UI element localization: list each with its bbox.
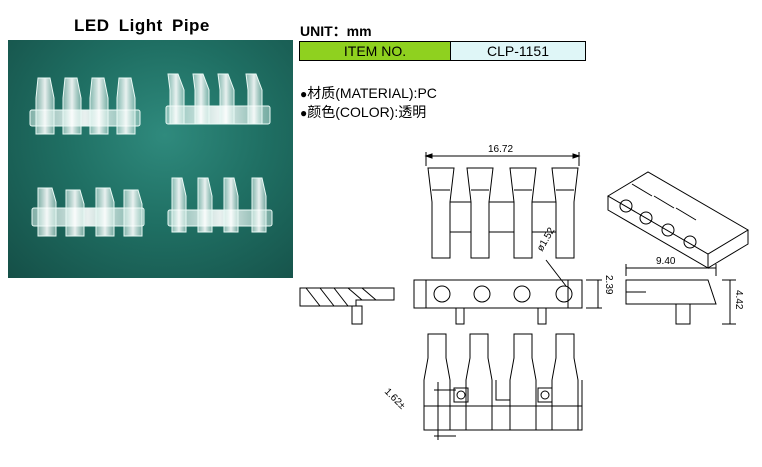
dim-side-width-text: 9.40 [656, 256, 676, 267]
dim-small-text: 1.62± [382, 386, 408, 412]
dim-diameter-leader [545, 259, 567, 287]
dim-width-line [424, 152, 581, 166]
right-side-view [625, 279, 717, 325]
isometric-view [607, 171, 749, 269]
dim-small-line [434, 382, 456, 440]
item-no-label: ITEM NO. [299, 41, 451, 61]
technical-drawing: 16.72 [296, 140, 756, 462]
left-section-view [299, 287, 395, 325]
property-value: 透明 [398, 104, 427, 120]
unit-label: UNIT：mm [300, 23, 372, 39]
dim-diameter-text: ø1.52 [535, 225, 558, 253]
product-photo [8, 40, 293, 278]
properties-list: ●材质(MATERIAL):PC ●颜色(COLOR):透明 [300, 84, 437, 122]
property-material: ●材质(MATERIAL):PC [300, 84, 437, 103]
property-color: ●颜色(COLOR):透明 [300, 103, 437, 122]
dim-side-width-line [625, 264, 717, 276]
dim-side-height-text: 4.42 [733, 290, 744, 310]
dim-height-line [586, 279, 602, 309]
product-photo-art [29, 73, 273, 237]
property-value: PC [417, 85, 437, 101]
dim-height-text: 2.39 [603, 275, 614, 295]
front-view [413, 279, 583, 325]
dim-side-height-line [722, 279, 736, 325]
item-no-value: CLP-1151 [450, 41, 586, 61]
top-view [427, 167, 579, 259]
bottom-view [423, 333, 583, 431]
bullet-icon: ● [300, 106, 308, 120]
dim-width-text: 16.72 [488, 144, 513, 155]
property-label: 颜色(COLOR): [307, 104, 399, 120]
spec-row: ITEM NO. CLP-1151 [299, 41, 586, 61]
technical-drawing-svg: 16.72 [299, 144, 749, 440]
property-label: 材质(MATERIAL): [307, 85, 418, 101]
bullet-icon: ● [300, 87, 308, 101]
spec-table: ITEM NO. CLP-1151 [299, 41, 586, 61]
page-title: LED Light Pipe [74, 16, 210, 35]
